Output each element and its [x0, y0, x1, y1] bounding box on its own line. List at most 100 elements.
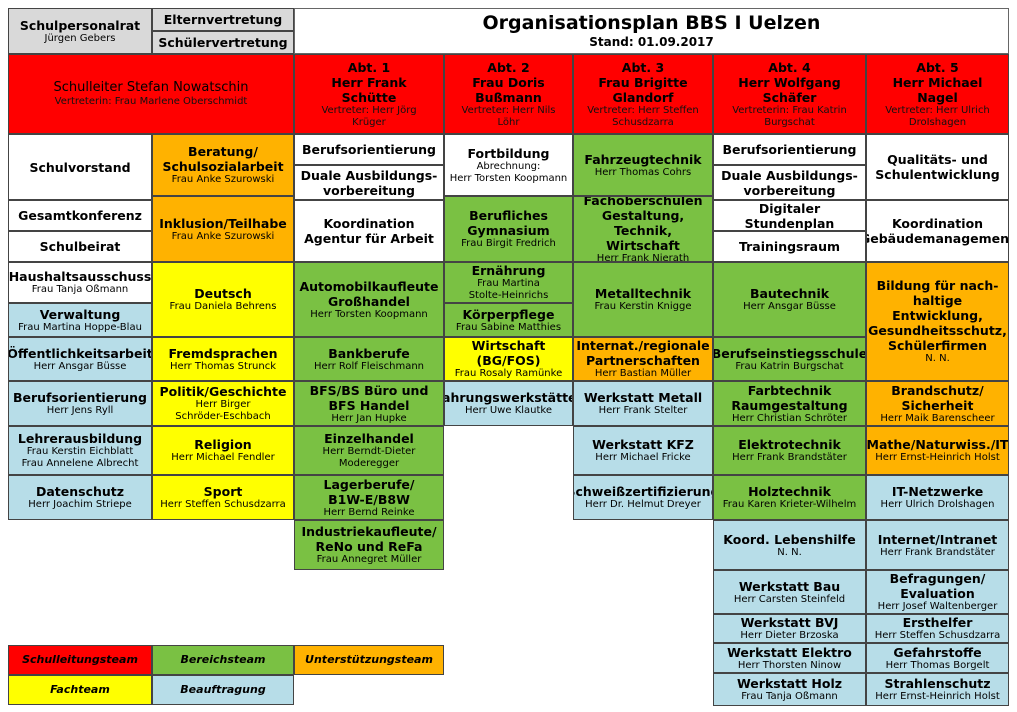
- col2-box-2-title: Koordination Agentur für Arbeit: [304, 216, 434, 246]
- col6-box-0-title: Qualitäts- und Schulentwicklung: [875, 152, 1000, 182]
- col5-box-8-person: Frau Karen Krieter-Wilhelm: [722, 499, 857, 510]
- col5-box-11-person: Herr Dieter Brzoska: [740, 630, 839, 641]
- col2-box-2: Koordination Agentur für Arbeit: [294, 200, 444, 262]
- col5-box-10-title: Werkstatt Bau: [738, 578, 841, 594]
- col1-box-0-person: Frau Anke Szurowski: [171, 174, 275, 185]
- col4-box-2-person: Frau Kerstin Knigge: [594, 301, 692, 312]
- col5-box-2-title: Digitaler Stundenplan: [744, 200, 835, 231]
- col1-box-6-title: Sport: [203, 484, 243, 499]
- col3-box-4-person: Frau Rosaly Ramünke: [454, 368, 563, 379]
- col6-box-6-title: Internet/Intranet: [877, 531, 998, 547]
- col5-box-0-title: Berufsorientierung: [722, 142, 857, 157]
- abteilung-2-title: Abt. 2 Frau Doris Bußmann: [472, 59, 545, 105]
- col2-box-8-person: Frau Annegret Müller: [316, 554, 422, 565]
- legend-schulleitungsteam-label: Schulleitungsteam: [22, 653, 138, 667]
- col1-box-1-title: Inklusion/Teilhabe: [159, 215, 287, 231]
- col2-box-6-title: Einzelhandel: [324, 431, 414, 446]
- abteilung-4-title: Abt. 4 Herr Wolfgang Schäfer: [738, 59, 841, 105]
- col6-box-7-person: Herr Josef Waltenberger: [877, 601, 998, 612]
- col3-box-1-person: Frau Birgit Fredrich: [461, 238, 556, 249]
- elternvertretung: Elternvertretung: [152, 8, 294, 31]
- col1-box-1-person: Frau Anke Szurowski: [171, 230, 275, 242]
- col5-box-5-title: Berufseinstiegsschule: [713, 345, 866, 361]
- legend-beauftragung-label: Beauftragung: [180, 683, 266, 697]
- col6-box-5-title: IT-Netzwerke: [891, 484, 984, 499]
- col0-box-0: Schulvorstand: [8, 134, 152, 200]
- col2-box-0: Berufsorientierung: [294, 134, 444, 165]
- col5-box-4-title: Bautechnik: [749, 286, 830, 301]
- abteilung-3-person: Vertreter: Herr Steffen Schusdzarra: [587, 104, 699, 128]
- col0-box-5-person: Herr Ansgar Büsse: [33, 360, 127, 372]
- col5-box-8-title: Holztechnik: [748, 484, 831, 499]
- col5-box-6-person: Herr Christian Schröter: [731, 412, 848, 424]
- col6-box-8-title: Ersthelfer: [902, 615, 973, 630]
- abteilung-1-person: Vertreter: Herr Jörg Krüger: [321, 104, 417, 128]
- legend-bereichsteam: Bereichsteam: [152, 645, 294, 675]
- col1-box-3-person: Herr Thomas Strunck: [169, 360, 277, 372]
- col6-box-1-title: Koordination Gebäudemanagement: [866, 216, 1009, 246]
- col6-box-2-person: N. N.: [925, 353, 950, 364]
- abteilung-2-person: Vertreter: Herr Nils Löhr: [461, 104, 556, 128]
- col5-box-7-person: Herr Frank Brandstäter: [732, 452, 847, 463]
- col4-box-2-title: Metalltechnik: [594, 286, 692, 301]
- schulleiter-box-person: Vertreterin: Frau Marlene Oberschmidt: [54, 95, 248, 107]
- col5-box-12-person: Herr Thorsten Ninow: [737, 659, 842, 671]
- col4-box-1: Fachoberschulen Gestaltung, Technik, Wir…: [573, 196, 713, 262]
- col2-box-5-title: BFS/BS Büro und BFS Handel: [309, 382, 429, 413]
- col2-box-7-person: Herr Bernd Reinke: [323, 506, 415, 518]
- col5-box-13-title: Werkstatt Holz: [736, 676, 843, 691]
- col0-box-2: Schulbeirat: [8, 231, 152, 262]
- col1-box-4-title: Politik/Geschichte: [159, 384, 287, 399]
- col0-box-8-person: Herr Joachim Striepe: [28, 499, 132, 510]
- col4-box-4-person: Herr Frank Stelter: [598, 405, 688, 416]
- col0-box-7-person: Frau Kerstin Eichblatt Frau Annelene Alb…: [21, 446, 139, 469]
- abteilung-5-person: Vertreter: Herr Ulrich DroIshagen: [885, 104, 990, 128]
- col6-box-9-title: Gefahrstoffe: [893, 644, 982, 660]
- col0-box-1: Gesamtkonferenz: [8, 200, 152, 231]
- col4-box-3-person: Herr Bastian Müller: [594, 368, 692, 379]
- col6-box-1: Koordination Gebäudemanagement: [866, 200, 1009, 262]
- col3-box-5-title: Nahrungswerkstätten: [445, 390, 572, 405]
- col5-box-2: Digitaler Stundenplan: [713, 200, 866, 231]
- col4-box-6-title: Schweißzertifizierung: [573, 484, 713, 499]
- col5-box-3-title: Trainingsraum: [738, 239, 841, 254]
- col4-box-5-title: Werkstatt KFZ: [592, 437, 694, 452]
- col0-box-1-title: Gesamtkonferenz: [18, 208, 142, 223]
- col2-box-4-person: Herr Rolf Fleischmann: [313, 360, 425, 372]
- col1-box-4-person: Herr Birger Schröder-Eschbach: [175, 399, 271, 422]
- col0-box-8-title: Datenschutz: [35, 484, 125, 499]
- col1-box-5-title: Religion: [194, 437, 252, 452]
- col1-box-5-person: Herr Michael Fendler: [171, 452, 275, 463]
- col6-box-4-person: Herr Ernst-Heinrich Holst: [875, 452, 1000, 463]
- col3-box-3-person: Frau Sabine Matthies: [455, 321, 562, 333]
- col5-box-9-person: N. N.: [777, 546, 802, 558]
- col6-box-10-title: Strahlenschutz: [884, 676, 991, 691]
- col6-box-0: Qualitäts- und Schulentwicklung: [866, 134, 1009, 200]
- col2-box-3-person: Herr Torsten Koopmann: [310, 308, 428, 320]
- col4-box-0-title: Fahrzeugtechnik: [584, 151, 702, 167]
